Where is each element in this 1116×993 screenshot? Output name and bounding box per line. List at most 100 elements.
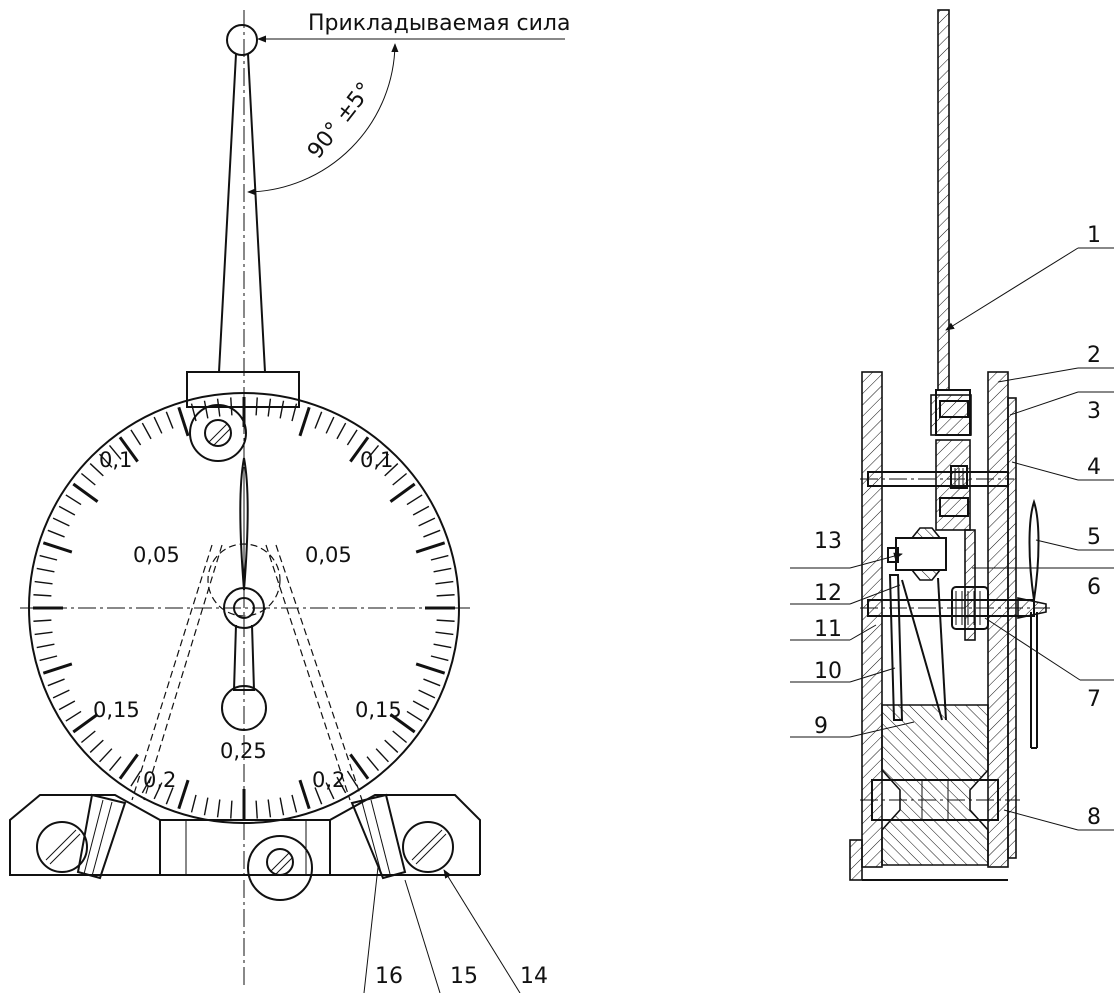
minor-tick — [433, 643, 452, 649]
minor-tick — [384, 463, 399, 477]
minor-tick — [141, 422, 152, 440]
minor-tick — [291, 403, 298, 422]
minor-tick — [52, 689, 70, 699]
minor-tick — [412, 700, 430, 711]
minor-tick — [336, 776, 347, 794]
callout-9: 9 — [814, 714, 828, 739]
pointer-rod — [937, 9, 950, 391]
minor-tick — [433, 567, 452, 573]
minor-tick — [99, 748, 113, 763]
major-tick — [177, 779, 190, 810]
callout-1: 1 — [1087, 223, 1101, 248]
bottom-lug — [247, 835, 313, 901]
minor-tick — [89, 739, 104, 753]
major-tick — [118, 753, 139, 780]
minor-tick — [346, 429, 358, 446]
pointer-ball — [226, 24, 258, 56]
major-tick — [72, 482, 99, 503]
minor-tick — [384, 739, 399, 753]
scale-ticks — [33, 397, 455, 819]
needle-tail — [232, 624, 256, 691]
hidden-spring-left-inner — [143, 544, 223, 801]
minor-tick — [230, 800, 233, 819]
pointer-arm — [217, 53, 267, 373]
base-screw-right — [402, 821, 454, 873]
minor-tick — [406, 710, 423, 722]
minor-tick — [47, 678, 65, 687]
minor-tick — [325, 416, 335, 434]
needle-counterweight — [221, 685, 267, 731]
minor-tick — [406, 494, 423, 506]
major-tick — [298, 779, 311, 810]
minor-tick — [65, 710, 82, 722]
gear — [951, 586, 989, 630]
minor-tick — [47, 529, 65, 538]
scale-label: 0,25 — [220, 739, 267, 763]
minor-tick — [418, 689, 436, 699]
minor-tick — [255, 397, 258, 416]
scale-label: 0,2 — [143, 768, 176, 792]
minor-tick — [267, 398, 272, 417]
minor-tick — [366, 444, 380, 460]
scale-label: 0,1 — [360, 448, 393, 472]
minor-tick — [325, 782, 335, 800]
minor-tick — [80, 472, 96, 486]
minor-tick — [58, 505, 76, 516]
minor-tick — [203, 797, 209, 816]
callout-6: 6 — [1087, 575, 1101, 600]
minor-tick — [33, 594, 52, 597]
minor-tick — [279, 797, 285, 816]
right-cover — [1007, 397, 1017, 859]
minor-tick — [435, 631, 454, 636]
callout-13: 13 — [814, 529, 842, 554]
force-label: Прикладываемая сила — [308, 11, 570, 36]
clamp-plate-right — [350, 793, 407, 880]
minor-tick — [392, 730, 408, 744]
major-tick — [415, 541, 446, 554]
minor-tick — [80, 730, 96, 744]
needle-pivot — [233, 597, 255, 619]
scale-label: 0,2 — [312, 768, 345, 792]
callout-16: 16 — [375, 964, 403, 989]
minor-tick — [34, 580, 53, 585]
hidden-spring-right-inner — [265, 544, 351, 801]
hidden-spring-right-outer — [275, 544, 363, 801]
minor-tick — [216, 398, 221, 417]
needle-hub — [223, 587, 265, 629]
minor-tick — [99, 453, 113, 468]
minor-tick — [190, 403, 197, 422]
callout-5: 5 — [1087, 525, 1101, 550]
minor-tick — [230, 397, 233, 416]
minor-tick — [346, 770, 358, 787]
minor-tick — [36, 643, 55, 649]
minor-tick — [366, 756, 380, 772]
base-screw-left — [36, 821, 88, 873]
minor-tick — [392, 472, 408, 486]
callout-10: 10 — [814, 659, 842, 684]
small-pinion — [950, 465, 968, 489]
callout-7: 7 — [1087, 687, 1101, 712]
major-tick — [389, 713, 416, 734]
angle-arc — [247, 43, 399, 196]
callout-4: 4 — [1087, 455, 1101, 480]
base-right-block — [329, 794, 481, 875]
minor-tick — [65, 494, 82, 506]
minor-tick — [165, 787, 174, 805]
minor-tick — [314, 411, 323, 429]
major-tick — [389, 482, 416, 503]
callout-11: 11 — [814, 617, 842, 642]
minor-tick — [418, 517, 436, 527]
minor-tick — [423, 529, 441, 538]
major-tick — [42, 541, 73, 554]
clamp-plate-left — [76, 793, 127, 880]
side-needle — [1028, 498, 1040, 601]
angle-label: 90° ±5° — [303, 78, 378, 164]
scale-label: 0,05 — [305, 543, 352, 567]
minor-tick — [58, 700, 76, 711]
minor-tick — [314, 787, 323, 805]
minor-tick — [153, 782, 163, 800]
minor-tick — [267, 799, 272, 818]
minor-tick — [435, 580, 454, 585]
front-view: Прикладываемая сила 90° ±5° — [9, 10, 570, 993]
